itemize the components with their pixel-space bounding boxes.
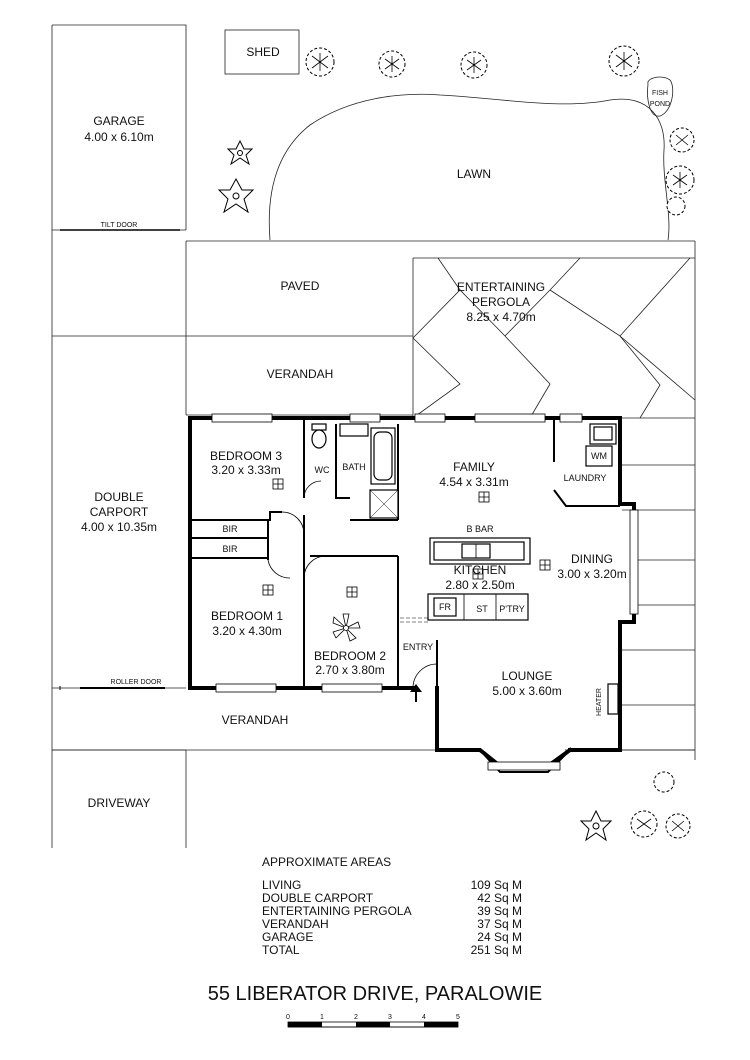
label-carport-size: 4.00 x 10.35m <box>81 520 157 534</box>
areas-row: GARAGE 24 Sq M <box>262 931 522 944</box>
label-pergola-2: PERGOLA <box>472 295 530 309</box>
scale-tick-5: 5 <box>456 1014 460 1021</box>
shrubs <box>217 45 695 842</box>
label-roller-door: ROLLER DOOR <box>111 679 162 686</box>
label-lounge-size: 5.00 x 3.60m <box>492 684 561 698</box>
label-verandah-front: VERANDAH <box>222 713 289 727</box>
areas-table: APPROXIMATE AREAS LIVING 109 Sq M DOUBLE… <box>262 855 522 957</box>
door-swings <box>267 480 438 689</box>
label-bedroom2: BEDROOM 2 <box>314 649 386 663</box>
label-entry: ENTRY <box>403 642 433 652</box>
fixtures <box>311 423 619 715</box>
label-bedroom3-size: 3.20 x 3.33m <box>211 463 280 477</box>
label-lawn: LAWN <box>457 167 491 181</box>
label-wc: WC <box>315 465 330 475</box>
scale-tick-2: 2 <box>354 1014 358 1021</box>
areas-row-value: 37 Sq M <box>477 917 522 931</box>
label-bbar: B BAR <box>466 524 494 534</box>
label-carport-2: CARPORT <box>90 505 149 519</box>
scale-tick-4: 4 <box>422 1014 426 1021</box>
label-verandah-rear: VERANDAH <box>267 367 334 381</box>
label-fr: FR <box>439 602 451 612</box>
label-carport: DOUBLE <box>94 490 143 504</box>
entry-arrow <box>410 684 422 702</box>
areas-row: LIVING 109 Sq M <box>262 879 522 892</box>
areas-row: VERANDAH 37 Sq M <box>262 918 522 931</box>
label-heater: HEATER <box>596 688 603 716</box>
label-paved: PAVED <box>281 279 320 293</box>
areas-row: ENTERTAINING PERGOLA 39 Sq M <box>262 905 522 918</box>
label-kitchen: KITCHEN <box>454 563 507 577</box>
label-family: FAMILY <box>453 460 495 474</box>
scale-tick-1: 1 <box>320 1014 324 1021</box>
label-laundry: LAUNDRY <box>564 473 607 483</box>
label-dining-size: 3.00 x 3.20m <box>557 567 626 581</box>
garage-doors <box>59 229 180 690</box>
label-bedroom2-size: 2.70 x 3.80m <box>315 663 384 677</box>
room-markers <box>262 478 551 598</box>
label-bedroom1: BEDROOM 1 <box>211 609 283 623</box>
scale-tick-0: 0 <box>286 1014 290 1021</box>
areas-row-value: 251 Sq M <box>470 943 522 957</box>
label-bir-2: BIR <box>222 544 238 554</box>
areas-heading: APPROXIMATE AREAS <box>262 855 392 869</box>
plan-title: 55 LIBERATOR DRIVE, PARALOWIE <box>207 983 543 1005</box>
label-pergola-size: 8.25 x 4.70m <box>466 310 535 324</box>
areas-row-label: DOUBLE CARPORT <box>262 891 374 905</box>
scale-tick-3: 3 <box>388 1014 392 1021</box>
label-lounge: LOUNGE <box>502 669 553 683</box>
windows <box>211 413 639 771</box>
site-outlines <box>51 24 696 848</box>
label-ptry: P'TRY <box>499 604 525 614</box>
areas-row-label: LIVING <box>262 878 302 892</box>
label-tilt-door: TILT DOOR <box>101 222 138 229</box>
areas-row-value: 24 Sq M <box>477 930 522 944</box>
label-pergola: ENTERTAINING <box>457 280 545 294</box>
areas-row-value: 39 Sq M <box>477 904 522 918</box>
label-kitchen-size: 2.80 x 2.50m <box>445 578 514 592</box>
scale-bar: 0 1 2 3 4 5 <box>286 1014 460 1028</box>
label-bedroom1-size: 3.20 x 4.30m <box>212 624 281 638</box>
areas-row-label: ENTERTAINING PERGOLA <box>262 904 412 918</box>
label-dining: DINING <box>571 552 613 566</box>
label-bedroom3: BEDROOM 3 <box>210 449 282 463</box>
label-garage-size: 4.00 x 6.10m <box>84 130 153 144</box>
label-garage: GARAGE <box>93 114 144 128</box>
label-st: ST <box>476 604 488 614</box>
label-wm: WM <box>591 451 607 461</box>
areas-row-value: 109 Sq M <box>470 878 522 892</box>
areas-row: DOUBLE CARPORT 42 Sq M <box>262 892 522 905</box>
label-family-size: 4.54 x 3.31m <box>439 475 508 489</box>
areas-row-label: GARAGE <box>262 930 314 944</box>
label-shed: SHED <box>246 45 280 59</box>
label-bath: BATH <box>342 462 365 472</box>
areas-row-label: TOTAL <box>262 943 300 957</box>
label-fish-pond-1: FISH <box>652 90 668 97</box>
label-fish-pond-2: POND <box>650 101 670 108</box>
label-bir-1: BIR <box>222 524 238 534</box>
label-driveway: DRIVEWAY <box>88 796 151 810</box>
areas-row-value: 42 Sq M <box>477 891 522 905</box>
areas-row-label: VERANDAH <box>262 917 329 931</box>
areas-row: TOTAL 251 Sq M <box>262 944 522 957</box>
